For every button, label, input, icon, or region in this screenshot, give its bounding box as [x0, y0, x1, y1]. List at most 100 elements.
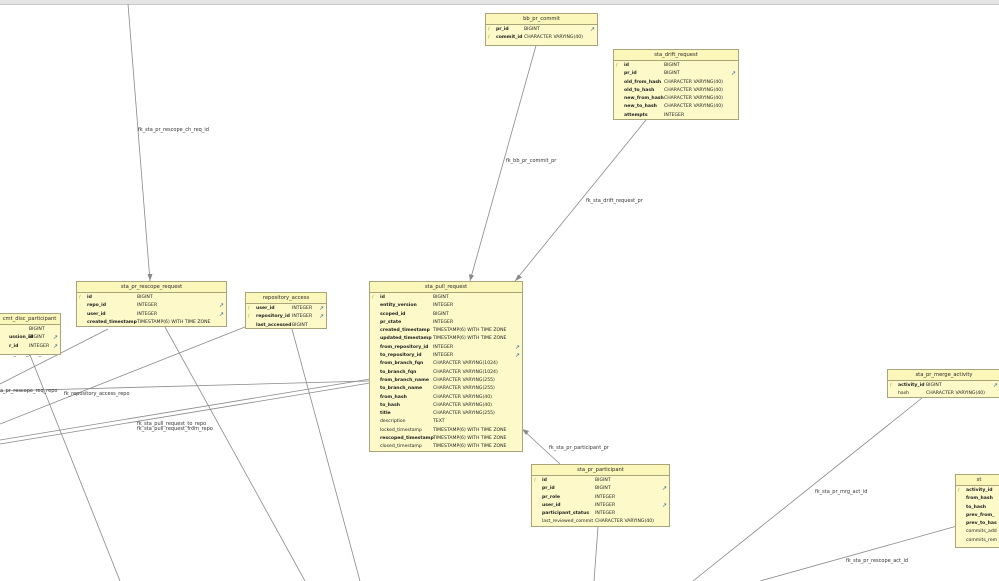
column-name: created_timestamp — [380, 328, 430, 334]
edge-participant-down — [593, 526, 599, 581]
column-type: BIGINT — [29, 335, 45, 341]
table-column-row[interactable]: title CHARACTER VARYING(255) — [370, 410, 522, 418]
column-name: last_accessed — [256, 322, 292, 328]
table-column-row[interactable]: commits_add — [956, 528, 999, 536]
column-type: CHARACTER VARYING(40) — [595, 519, 654, 525]
table-column-row[interactable]: ∕activity_id — [956, 487, 999, 495]
table-column-row[interactable]: attempts INTEGER — [614, 112, 738, 119]
column-type: INTEGER — [29, 343, 50, 349]
column-type: CHARACTER VARYING(40) — [664, 104, 723, 110]
table-column-row[interactable]: prev_from_ — [956, 512, 999, 520]
edge-label: fk_bb_pr_commit_pr — [506, 158, 557, 164]
column-type: TIMESTAMP(6) WITH TIME ZONE — [433, 427, 507, 433]
table-column-row[interactable]: from_hash — [956, 495, 999, 503]
column-name: id — [87, 295, 92, 300]
column-type: BIGINT — [664, 71, 680, 77]
arrow-head-4 — [522, 429, 529, 435]
table-column-row[interactable]: prev_to_has — [956, 520, 999, 528]
column-name: id — [624, 63, 629, 68]
edge-rescope-down-2 — [29, 354, 121, 581]
column-type: INTEGER — [433, 344, 454, 350]
table-column-row[interactable]: BIGINT — [0, 326, 60, 334]
table-column-row[interactable]: locked_timestamp TIMESTAMP(6) WITH TIME Z… — [370, 427, 522, 435]
column-name: prev_from_ — [966, 512, 995, 518]
column-name: attempts — [624, 112, 648, 118]
column-type: BIGINT — [433, 311, 449, 317]
edge-label: fk_sta_pull_request_from_repo — [137, 426, 213, 432]
column-name: title — [380, 411, 391, 417]
column-type: BIGINT — [595, 478, 611, 483]
column-type: CHARACTER VARYING(40) — [524, 35, 583, 41]
column-type: INTEGER — [664, 112, 685, 118]
column-name: from_hash — [380, 394, 407, 400]
table-name: sta_pr_rescope_request — [77, 282, 226, 293]
table-column-row[interactable]: commits_rem — [956, 537, 999, 545]
column-name: entity_version — [380, 303, 417, 309]
edge-label: fk_sta_pr_mrg_act_id — [815, 489, 867, 495]
fk-arrow-icon: ↗ — [992, 382, 998, 389]
column-type: CHARACTER VARYING(40) — [433, 394, 492, 400]
column-name: locked_timestamp — [380, 427, 422, 433]
edge-rescope-activity — [759, 525, 958, 581]
column-type: INTEGER — [292, 306, 313, 311]
column-type: INTEGER — [595, 502, 616, 508]
column-type: CHARACTER VARYING(255) — [433, 411, 495, 417]
table-column-row[interactable]: from_hash CHARACTER VARYING(40) — [370, 394, 522, 402]
column-name: r_id — [9, 343, 19, 349]
table-column-row[interactable]: to_hash — [956, 504, 999, 512]
diagram-canvas: fk_sta_pr_rescope_ch_req_id fk_bb_pr_com… — [0, 4, 999, 581]
window-top-bar — [0, 0, 999, 5]
fk-arrow-icon: ↗ — [218, 310, 224, 318]
